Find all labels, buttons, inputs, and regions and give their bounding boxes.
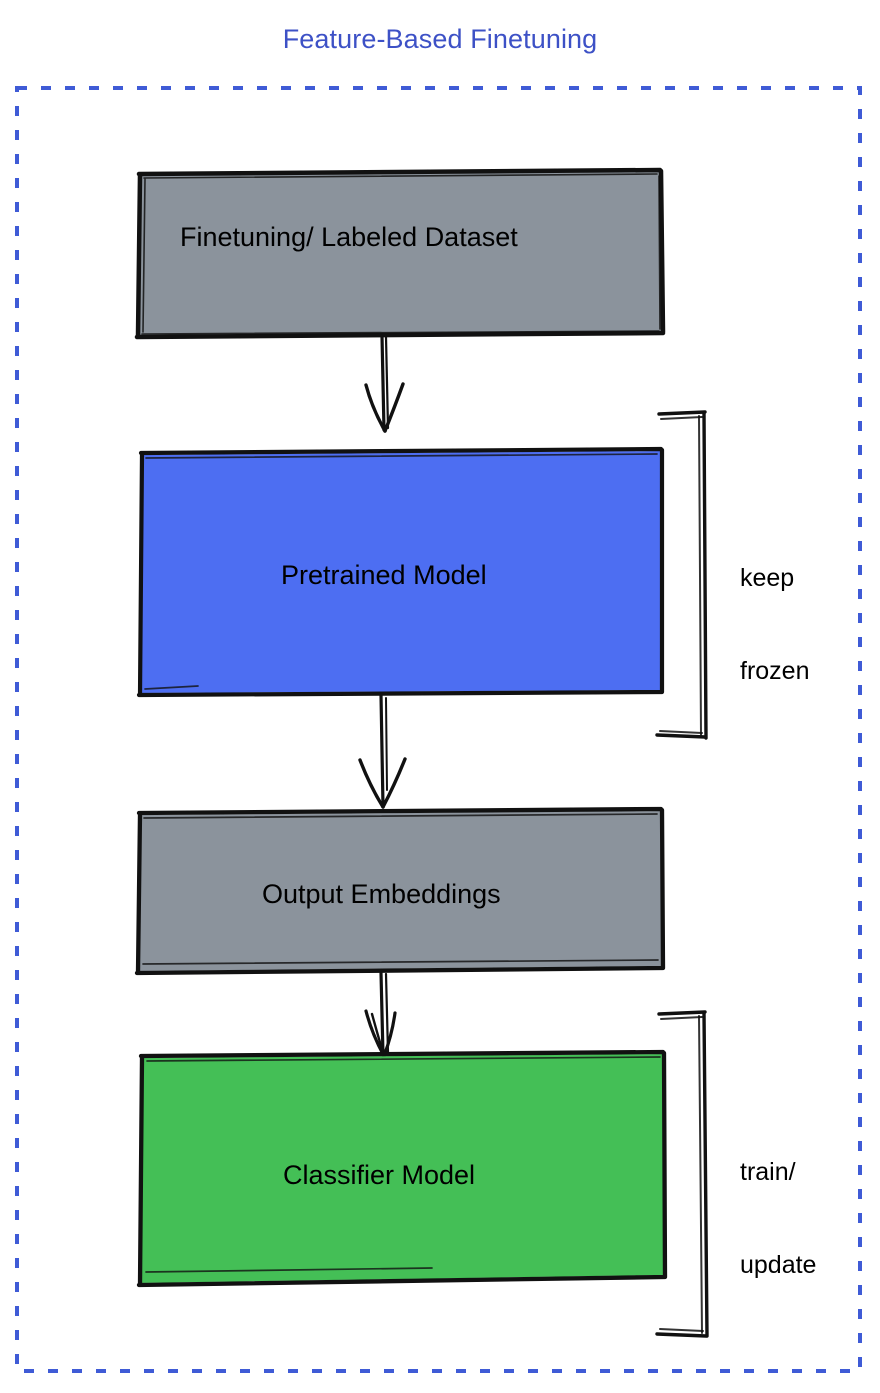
annotation-keep-frozen-line1: keep	[740, 563, 795, 592]
node-pretrained-outline	[136, 446, 665, 698]
dashed-container-frame	[15, 86, 862, 1373]
node-pretrained-shape	[140, 451, 661, 693]
node-classifier[interactable]	[136, 1049, 668, 1288]
node-dataset-outline-sketch	[141, 173, 661, 335]
node-dataset-shape	[138, 172, 662, 335]
arrow-embeddings-to-classifier	[364, 971, 397, 1058]
annotation-keep-frozen-line2: frozen	[740, 657, 810, 686]
node-embeddings-outline	[134, 806, 666, 976]
node-classifier-label: Classifier Model	[283, 1160, 476, 1190]
annotation-train-update-line1: train/	[740, 1157, 796, 1186]
annotation-keep-frozen: keep frozen	[740, 500, 809, 750]
annotation-train-update: train/ update	[740, 1094, 816, 1344]
node-embeddings-shape	[138, 811, 662, 971]
node-embeddings[interactable]	[134, 806, 666, 976]
node-dataset[interactable]	[134, 167, 666, 340]
node-dataset-outline	[134, 167, 666, 340]
node-embeddings-outline-sketch	[142, 813, 659, 965]
arrow-pretrained-to-embeddings	[358, 693, 407, 809]
node-classifier-shape	[140, 1054, 664, 1283]
node-embeddings-label: Output Embeddings	[262, 879, 501, 909]
bracket-train-update	[655, 1010, 709, 1338]
page-title: Feature-Based Finetuning	[282, 24, 598, 54]
node-pretrained-label: Pretrained Model	[281, 560, 487, 590]
node-pretrained-outline-sketch	[144, 453, 658, 690]
node-dataset-label: Finetuning/ Labeled Dataset	[180, 222, 518, 252]
node-classifier-outline	[136, 1049, 668, 1288]
arrow-dataset-to-pretrained	[364, 334, 405, 433]
node-classifier-outline-sketch	[145, 1056, 661, 1273]
annotation-train-update-line2: update	[740, 1251, 817, 1280]
bracket-keep-frozen	[655, 410, 708, 740]
node-pretrained[interactable]	[136, 446, 665, 698]
